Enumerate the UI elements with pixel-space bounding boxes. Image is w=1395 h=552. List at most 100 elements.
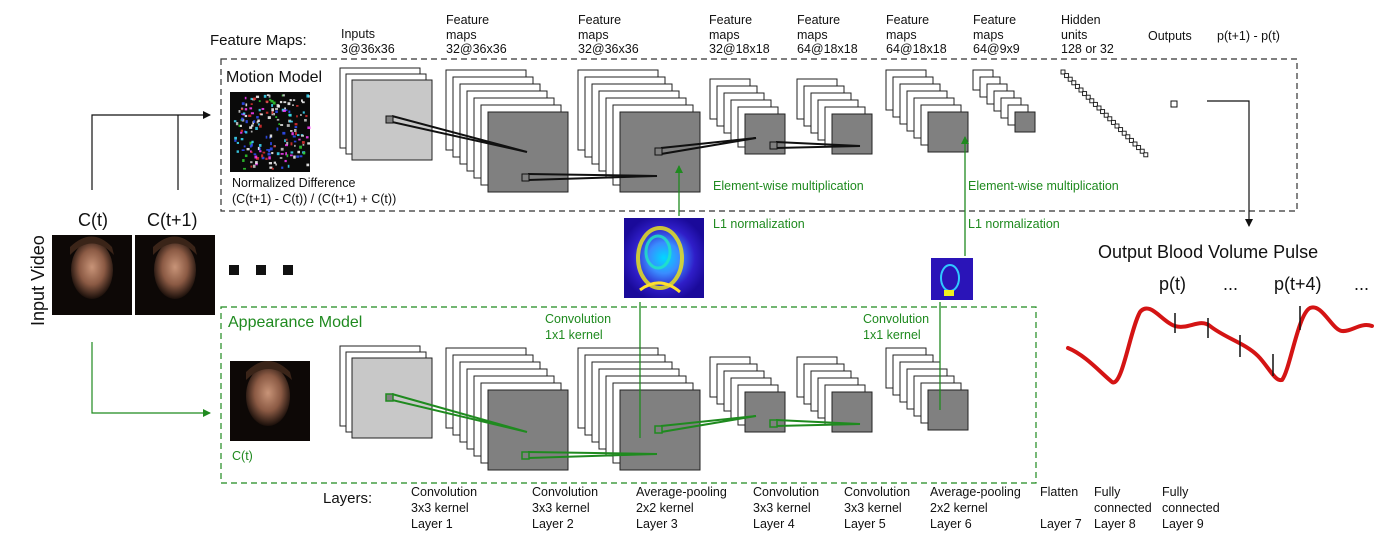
noise-speck	[288, 113, 292, 117]
noise-speck	[273, 161, 277, 164]
layer8-line3: Layer 8	[1094, 517, 1136, 531]
noise-speck	[249, 107, 253, 110]
noise-speck	[256, 116, 259, 119]
noise-speck	[294, 128, 297, 132]
layers-label: Layers:	[323, 490, 373, 507]
noise-speck	[276, 118, 280, 121]
layer3-line1: Average-pooling	[636, 485, 727, 499]
layer6-line1: Average-pooling	[930, 485, 1021, 499]
noise-speck	[281, 94, 284, 97]
noise-speck	[302, 152, 306, 155]
appearance-frame-label: C(t)	[232, 449, 253, 463]
noise-speck	[275, 163, 277, 166]
noise-speck	[240, 129, 244, 132]
hidden-unit	[1064, 73, 1070, 79]
layer4-line1: Convolution	[753, 485, 820, 499]
noise-speck	[234, 136, 237, 140]
noise-speck	[244, 114, 248, 118]
noise-speck	[272, 101, 276, 105]
output-p-t: p(t)	[1159, 274, 1186, 294]
appearance-kernel-marker	[654, 425, 663, 434]
noise-speck	[286, 124, 290, 127]
noise-speck	[277, 104, 280, 108]
input-video-label: Input Video	[28, 235, 48, 326]
noise-speck	[267, 152, 271, 156]
element-wise-label-1: Element-wise multiplication	[713, 179, 864, 193]
pulse-waveform	[1066, 305, 1374, 385]
frames-ellipsis-dot	[229, 265, 239, 275]
noise-speck	[234, 139, 237, 142]
noise-speck	[298, 138, 301, 141]
header-hidden-line2: 128 or 32	[1061, 42, 1114, 56]
noise-speck	[253, 153, 257, 156]
noise-speck	[284, 159, 287, 163]
layer4-line2: 3x3 kernel	[753, 501, 811, 515]
header-inputs-line2: 3@36x36	[341, 42, 395, 56]
l1-normalization-label-2: L1 normalization	[968, 217, 1060, 231]
input-to-motion-arrow	[91, 111, 211, 190]
noise-speck	[296, 115, 298, 118]
conv1x1-label-2-line1: Convolution	[863, 312, 930, 326]
noise-speck	[251, 124, 254, 127]
layer2-line3: Layer 2	[532, 517, 574, 531]
layer5-line3: Layer 5	[844, 517, 886, 531]
noise-speck	[281, 166, 284, 169]
output-title: Output Blood Volume Pulse	[1098, 242, 1319, 262]
appearance-model-title: Appearance Model	[228, 314, 363, 331]
noise-speck	[275, 110, 278, 114]
noise-speck	[250, 161, 253, 164]
hidden-unit	[1060, 69, 1066, 75]
noise-speck	[273, 112, 276, 116]
noise-speck	[259, 150, 262, 153]
noise-speck	[245, 131, 248, 134]
header-fm4-line1: Feature maps	[797, 13, 841, 42]
input-frame-ct	[52, 235, 132, 315]
hidden-unit	[1067, 76, 1073, 82]
hidden-unit	[1082, 91, 1088, 97]
motion-fm2-stack	[577, 69, 701, 193]
noise-speck	[275, 107, 278, 110]
noise-speck	[242, 113, 246, 116]
layer5-line1: Convolution	[844, 485, 911, 499]
input-frame-ct1-label: C(t+1)	[147, 210, 198, 230]
layer6-line2: 2x2 kernel	[930, 501, 988, 515]
noise-speck	[256, 121, 259, 124]
noise-speck	[269, 147, 273, 151]
noise-speck	[294, 126, 298, 129]
conv1x1-label-2-line2: 1x1 kernel	[863, 328, 921, 342]
l1-normalization-label-1: L1 normalization	[713, 217, 805, 231]
noise-speck	[300, 114, 302, 116]
noise-speck	[250, 103, 253, 105]
noise-speck	[276, 127, 279, 131]
normalized-difference-formula: (C(t+1) - C(t)) / (C(t+1) + C(t))	[232, 192, 397, 206]
noise-speck	[253, 120, 256, 123]
layer2-line1: Convolution	[532, 485, 599, 499]
hidden-unit	[1121, 130, 1127, 136]
noise-speck	[249, 126, 253, 129]
noise-speck	[242, 112, 246, 115]
noise-speck	[294, 144, 296, 147]
noise-speck	[295, 132, 297, 136]
noise-speck	[244, 154, 248, 158]
appearance-kernel-marker	[521, 451, 530, 460]
noise-speck	[255, 161, 258, 164]
noise-speck	[306, 163, 310, 167]
layer1-line1: Convolution	[411, 485, 478, 499]
noise-speck	[283, 101, 287, 104]
noise-speck	[301, 134, 304, 137]
noise-speck	[257, 123, 260, 126]
conv1x1-label-1-line1: Convolution	[545, 312, 612, 326]
noise-speck	[250, 112, 254, 115]
noise-speck	[282, 131, 286, 135]
noise-speck	[261, 156, 265, 160]
layer7-line3: Layer 7	[1040, 517, 1082, 531]
motion-kernel-marker	[521, 173, 530, 182]
noise-speck	[238, 124, 241, 128]
header-output-formula: p(t+1) - p(t)	[1217, 29, 1280, 43]
noise-speck	[268, 94, 271, 98]
noise-speck	[239, 124, 242, 127]
noise-speck	[246, 147, 250, 151]
noise-speck	[301, 99, 303, 102]
appearance-input-stack	[339, 345, 433, 439]
